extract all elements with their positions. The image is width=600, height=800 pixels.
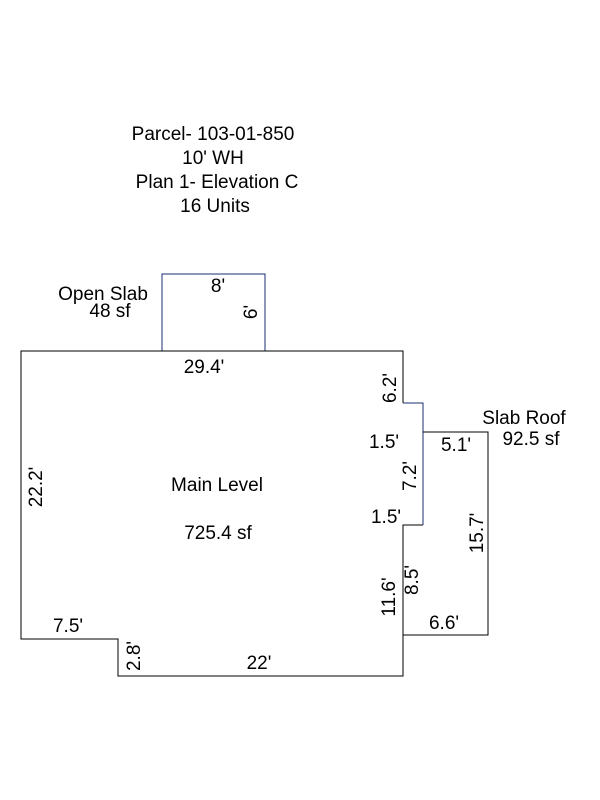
main-level-name: Main Level bbox=[171, 475, 263, 496]
dimension-main-bottom: 22' bbox=[247, 653, 272, 674]
slab-roof-name: Slab Roof bbox=[482, 408, 566, 429]
dimension-bay-side: 7.2' bbox=[400, 461, 421, 491]
main-level-outline bbox=[20, 350, 423, 677]
dimension-slab-roof-top: 5.1' bbox=[441, 435, 471, 456]
dimension-slab-roof-inner: 8.5' bbox=[402, 565, 423, 595]
open-slab-name: Open Slab bbox=[58, 284, 148, 305]
units-label: 16 Units bbox=[180, 196, 250, 217]
dimension-main-top: 29.4' bbox=[184, 357, 225, 378]
bay-outline bbox=[403, 402, 424, 525]
dimension-slab-roof-bottom: 6.6' bbox=[429, 613, 459, 634]
sketch-header: Parcel- 103-01-850 10' WH Plan 1- Elevat… bbox=[132, 124, 299, 217]
parcel-label: Parcel- 103-01-850 bbox=[132, 124, 295, 145]
dimension-main-right-lower: 11.6' bbox=[379, 577, 400, 616]
dimension-main-right-upper: 6.2' bbox=[380, 373, 401, 403]
dimension-main-left: 22.2' bbox=[26, 467, 47, 508]
dimension-bay-top: 1.5' bbox=[369, 432, 399, 453]
dimension-open-slab-width: 8' bbox=[211, 276, 225, 297]
open-slab-area: 48 sf bbox=[89, 301, 131, 322]
dimension-main-notch: 2.8' bbox=[124, 641, 145, 671]
main-level-area: 725.4 sf bbox=[184, 523, 252, 544]
dimension-bay-bottom: 1.5' bbox=[371, 507, 401, 528]
dimension-main-bottom-left: 7.5' bbox=[53, 616, 83, 637]
dimension-slab-roof-right: 15.7' bbox=[467, 513, 488, 554]
wall-height-label: 10' WH bbox=[182, 148, 244, 169]
plan-elevation-label: Plan 1- Elevation C bbox=[136, 172, 299, 193]
slab-roof-area: 92.5 sf bbox=[502, 429, 560, 450]
dimension-open-slab-depth: 6' bbox=[241, 305, 262, 319]
slab-roof-outline bbox=[403, 431, 489, 636]
